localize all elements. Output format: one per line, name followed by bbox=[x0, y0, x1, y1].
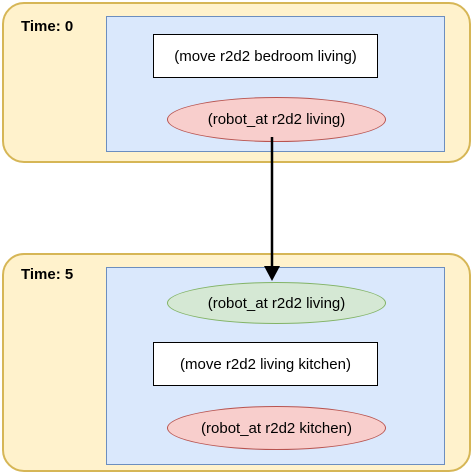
arrow-head bbox=[264, 266, 280, 281]
time-step-0: Time: 0 (move r2d2 bedroom living) (robo… bbox=[2, 2, 471, 163]
time-label-5: Time: 5 bbox=[21, 266, 74, 283]
effect-ellipse-0: (robot_at r2d2 living) bbox=[167, 97, 386, 142]
action-box-5: (move r2d2 living kitchen) bbox=[153, 342, 378, 386]
time-step-5: Time: 5 (robot_at r2d2 living) (move r2d… bbox=[2, 253, 471, 472]
step-panel-0: (move r2d2 bedroom living) (robot_at r2d… bbox=[106, 16, 445, 152]
effect-ellipse-5: (robot_at r2d2 kitchen) bbox=[167, 406, 386, 450]
precondition-ellipse-5: (robot_at r2d2 living) bbox=[167, 282, 386, 324]
action-box-0: (move r2d2 bedroom living) bbox=[153, 34, 378, 78]
step-panel-5: (robot_at r2d2 living) (move r2d2 living… bbox=[106, 267, 445, 465]
time-label-0: Time: 0 bbox=[21, 18, 74, 35]
